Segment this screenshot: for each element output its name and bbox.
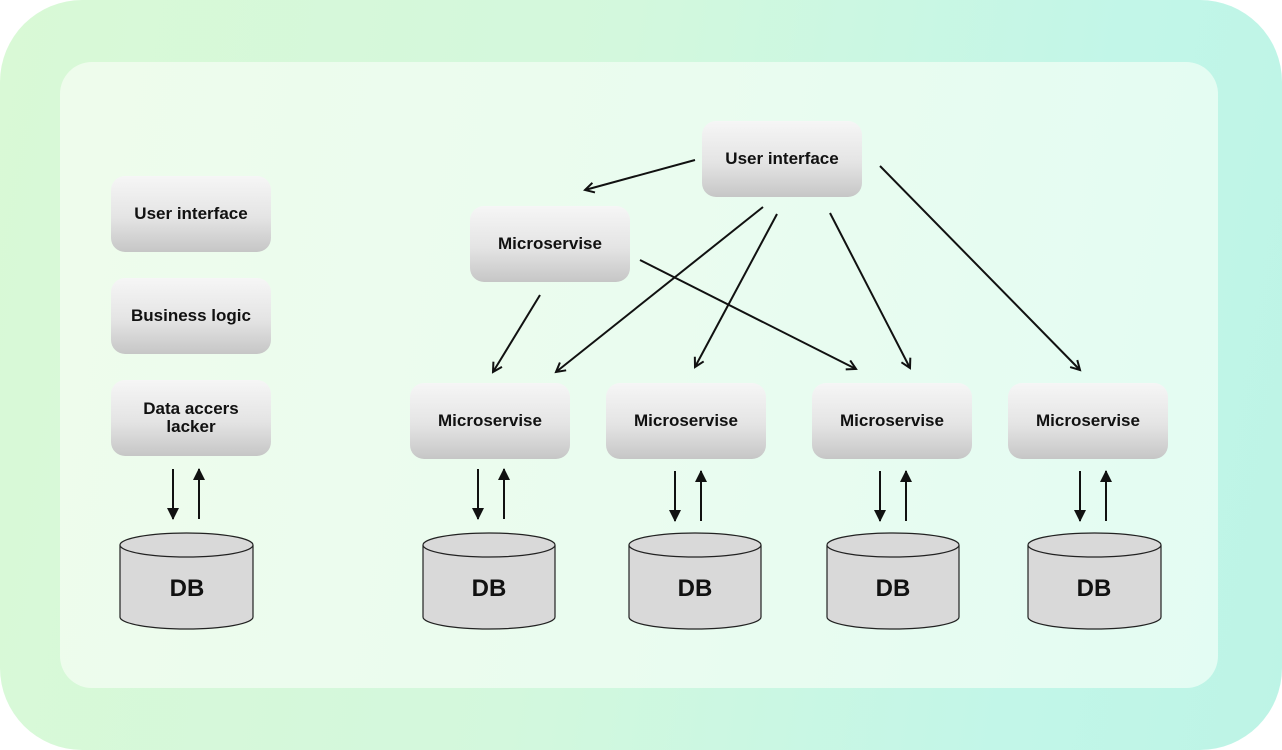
db-label-3: DB xyxy=(875,575,911,602)
monolith-business-logic-label: Business logic xyxy=(131,306,251,325)
upper-microservice-label: Microservise xyxy=(498,234,602,253)
arrow-upper-to-service-3 xyxy=(639,259,856,369)
monolith-db-cylinder xyxy=(119,532,254,630)
db-label-2: DB xyxy=(677,575,713,602)
microservice-label-1: Microservise xyxy=(438,411,542,430)
monolith-business-logic-layer: Business logic xyxy=(111,278,271,354)
db-cylinder-1 xyxy=(422,532,556,630)
microservice-label-3: Microservise xyxy=(840,411,944,430)
monolith-data-access-label: Data accers lacker xyxy=(143,399,239,436)
arrow-ui-to-service-4 xyxy=(879,165,1080,370)
monolith-user-interface-label: User interface xyxy=(134,204,248,223)
upper-microservice-node: Microservise xyxy=(470,206,630,282)
ms-user-interface-node: User interface xyxy=(702,121,862,197)
db-label-4: DB xyxy=(1076,575,1112,602)
monolith-data-access-layer: Data accers lacker xyxy=(111,380,271,456)
arrow-ui-to-service-3 xyxy=(829,212,910,368)
db-cylinder-4 xyxy=(1027,532,1162,630)
db-cylinder-2 xyxy=(628,532,762,630)
arrow-ui-to-upper-service xyxy=(585,159,696,190)
microservice-node-4: Microservise xyxy=(1008,383,1168,459)
db-cylinder-3 xyxy=(826,532,960,630)
microservice-node-2: Microservise xyxy=(606,383,766,459)
microservice-node-3: Microservise xyxy=(812,383,972,459)
microservice-label-4: Microservise xyxy=(1036,411,1140,430)
ms-user-interface-label: User interface xyxy=(725,149,839,168)
arrow-ui-to-service-1 xyxy=(556,206,764,372)
arrow-ui-to-service-2 xyxy=(695,213,778,367)
db-label-1: DB xyxy=(471,575,507,602)
arrow-upper-to-service-1 xyxy=(493,294,541,372)
microservice-node-1: Microservise xyxy=(410,383,570,459)
monolith-user-interface-layer: User interface xyxy=(111,176,271,252)
monolith-db-label: DB xyxy=(169,575,205,602)
microservice-label-2: Microservise xyxy=(634,411,738,430)
